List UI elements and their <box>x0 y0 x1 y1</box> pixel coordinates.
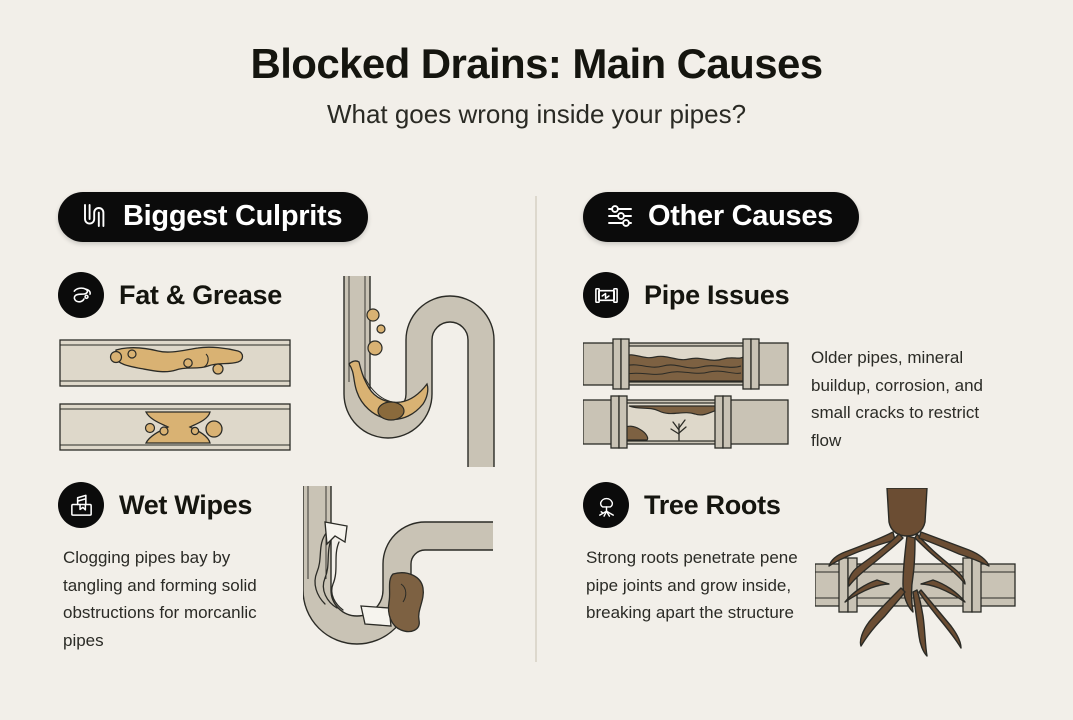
item-head: Fat & Grease <box>58 272 538 318</box>
item-title: Fat & Grease <box>119 279 282 310</box>
wipes-ubend-illustration <box>303 484 493 659</box>
pipe-segment-icon <box>583 272 629 318</box>
header: Blocked Drains: Main Causes What goes wr… <box>0 0 1073 129</box>
page-subtitle: What goes wrong inside your pipes? <box>326 99 747 130</box>
page-title: Blocked Drains: Main Causes <box>250 40 824 87</box>
section-label: Biggest Culprits <box>123 199 343 232</box>
item-body-pipe-issues: Older pipes, mineral buildup, corrosion,… <box>811 348 984 450</box>
pipe-trap-icon <box>80 201 110 231</box>
column-biggest-culprits: Biggest Culprits Fat & Grease <box>58 192 538 650</box>
item-title: Tree Roots <box>644 489 781 520</box>
item-title: Pipe Issues <box>644 279 790 310</box>
section-header-biggest-culprits[interactable]: Biggest Culprits <box>58 192 369 242</box>
item-pipe-issues: Pipe Issues <box>583 272 1063 318</box>
item-body: Clogging pipes bay by tangling and formi… <box>63 548 257 650</box>
item-fat-grease: Fat & Grease <box>58 272 538 318</box>
tree-roots-illustration <box>815 488 1027 660</box>
column-divider <box>535 196 537 662</box>
tissue-box-icon <box>58 482 104 528</box>
item-head: Pipe Issues <box>583 272 1063 318</box>
grease-pipes-illustration <box>58 332 298 457</box>
item-body: Strong roots penetrate pene pipe joints … <box>586 548 798 623</box>
item-wet-wipes: Wet Wipes Clogging pipes bay by tangling… <box>58 482 538 654</box>
grease-strap-illustration <box>343 274 518 469</box>
column-other-causes: Other Causes Pipe Issues <box>583 192 1063 657</box>
tree-roots-icon <box>583 482 629 528</box>
section-label: Other Causes <box>648 199 833 232</box>
item-head: Wet Wipes <box>58 482 538 528</box>
section-header-other-causes[interactable]: Other Causes <box>583 192 859 242</box>
item-title: Wet Wipes <box>119 489 253 520</box>
item-head: Tree Roots <box>583 482 1063 528</box>
content-columns: Biggest Culprits Fat & Grease <box>0 192 1073 692</box>
bacon-grease-icon <box>58 272 104 318</box>
corroded-pipes-illustration <box>583 338 795 450</box>
item-tree-roots: Tree Roots Strong roots penetrate pene p… <box>583 482 1063 627</box>
sliders-icon <box>605 201 635 231</box>
